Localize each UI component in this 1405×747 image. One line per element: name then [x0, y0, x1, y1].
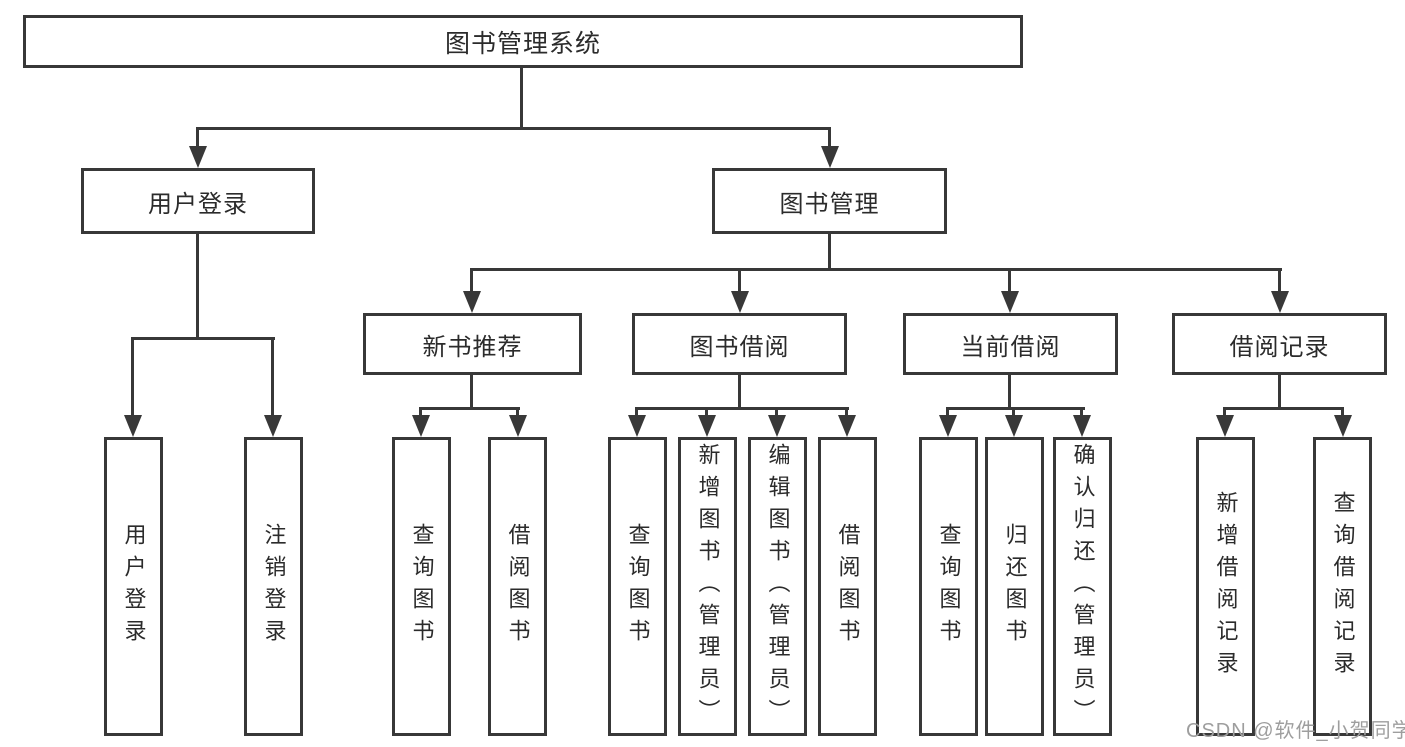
arrow-down-icon	[124, 415, 142, 437]
leaf-confirm-return-admin: 确认归还（管理员）	[1053, 437, 1112, 736]
arrow-down-icon	[1216, 415, 1234, 437]
arrow-down-icon	[698, 415, 716, 437]
connector-drop	[196, 127, 199, 150]
connector-drop	[946, 407, 949, 419]
arrow-down-icon	[1334, 415, 1352, 437]
leaf-query-books-recommend: 查询图书	[392, 437, 451, 736]
node-borrow-record: 借阅记录	[1172, 313, 1387, 375]
connector-stem	[196, 234, 199, 339]
connector-drop	[845, 407, 848, 419]
node-user-login: 用户登录	[81, 168, 315, 234]
connector-drop	[635, 407, 638, 419]
connector-rail	[131, 337, 275, 340]
connector-rail	[946, 407, 1085, 410]
connector-rail	[635, 407, 849, 410]
arrow-down-icon	[189, 146, 207, 168]
csdn-watermark: CSDN @软件_小贺同学	[1186, 720, 1405, 742]
connector-rail	[470, 268, 1282, 271]
connector-drop	[1278, 268, 1281, 295]
connector-rail	[419, 407, 520, 410]
arrow-down-icon	[821, 146, 839, 168]
node-book-borrow: 图书借阅	[632, 313, 847, 375]
connector-drop	[1341, 407, 1344, 419]
leaf-borrow-books-recommend: 借阅图书	[488, 437, 547, 736]
node-new-book-recommend: 新书推荐	[363, 313, 582, 375]
connector-stem	[1008, 375, 1011, 410]
connector-drop	[705, 407, 708, 419]
arrow-down-icon	[768, 415, 786, 437]
leaf-query-books-borrow: 查询图书	[608, 437, 667, 736]
arrow-down-icon	[838, 415, 856, 437]
connector-drop	[1080, 407, 1083, 419]
connector-drop	[1008, 268, 1011, 295]
connector-drop	[738, 268, 741, 295]
connector-drop	[828, 127, 831, 150]
connector-stem	[470, 375, 473, 410]
arrow-down-icon	[1073, 415, 1091, 437]
connector-stem	[828, 234, 831, 271]
leaf-borrow-books: 借阅图书	[818, 437, 877, 736]
leaf-add-borrow-record: 新增借阅记录	[1196, 437, 1255, 736]
arrow-down-icon	[731, 291, 749, 313]
arrow-down-icon	[509, 415, 527, 437]
leaf-edit-books-admin: 编辑图书（管理员）	[748, 437, 807, 736]
leaf-return-books: 归还图书	[985, 437, 1044, 736]
connector-stem	[1278, 375, 1281, 410]
leaf-logout: 注销登录	[244, 437, 303, 736]
connector-drop	[419, 407, 422, 419]
arrow-down-icon	[939, 415, 957, 437]
connector-drop	[516, 407, 519, 419]
arrow-down-icon	[264, 415, 282, 437]
node-book-management: 图书管理	[712, 168, 947, 234]
node-root: 图书管理系统	[23, 15, 1023, 68]
arrow-down-icon	[463, 291, 481, 313]
leaf-query-borrow-record: 查询借阅记录	[1313, 437, 1372, 736]
connector-drop	[1223, 407, 1226, 419]
connector-drop	[271, 337, 274, 419]
arrow-down-icon	[628, 415, 646, 437]
arrow-down-icon	[412, 415, 430, 437]
arrow-down-icon	[1271, 291, 1289, 313]
leaf-query-books-current: 查询图书	[919, 437, 978, 736]
connector-root-stem	[520, 68, 523, 129]
connector-drop	[131, 337, 134, 419]
connector-drop	[775, 407, 778, 419]
connector-stem	[738, 375, 741, 410]
leaf-add-books-admin: 新增图书（管理员）	[678, 437, 737, 736]
arrow-down-icon	[1005, 415, 1023, 437]
node-current-borrow: 当前借阅	[903, 313, 1118, 375]
leaf-user-login: 用户登录	[104, 437, 163, 736]
connector-rail	[1223, 407, 1344, 410]
connector-root-rail	[196, 127, 831, 130]
arrow-down-icon	[1001, 291, 1019, 313]
connector-drop	[470, 268, 473, 295]
connector-drop	[1012, 407, 1015, 419]
